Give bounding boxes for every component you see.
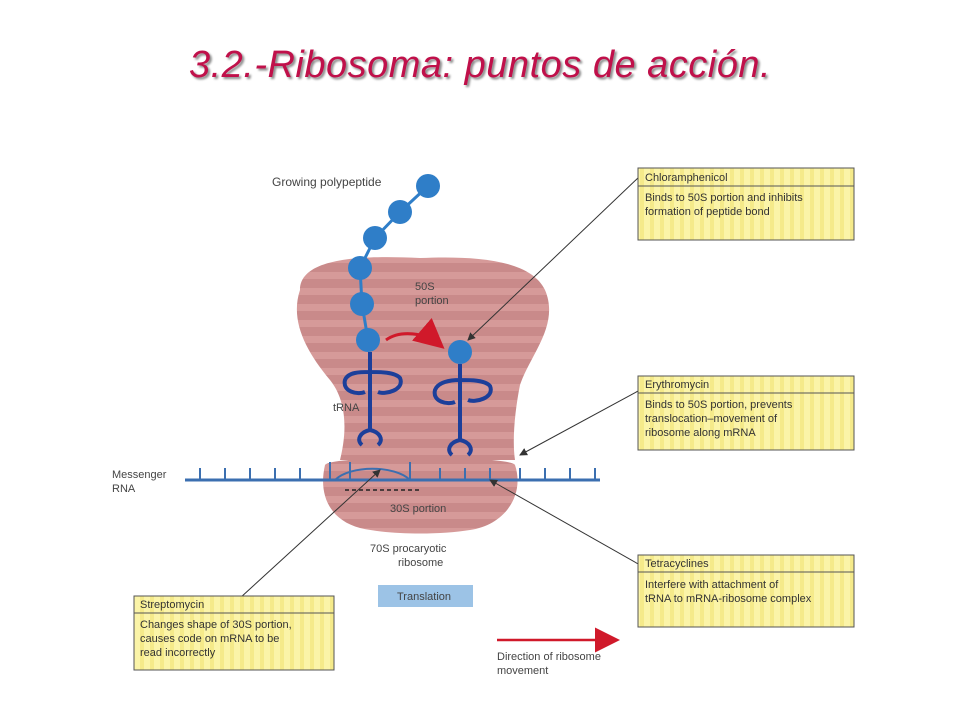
trna-left: [342, 352, 403, 447]
streptomycin-name: Streptomycin: [140, 599, 204, 611]
tetracyclines-box: Tetracyclines Interfere with attachment …: [637, 554, 855, 628]
polypeptide-chain: [348, 174, 472, 364]
trna-label: tRNA: [333, 402, 360, 414]
translation-label: Translation: [397, 591, 451, 603]
tetracyclines-name: Tetracyclines: [645, 558, 709, 570]
tetracyclines-pointer: [489, 479, 641, 566]
erythromycin-line1: Binds to 50S portion, prevents: [645, 399, 793, 411]
ribosome-caption-line2: ribosome: [398, 557, 443, 569]
legend-direction-line1: Direction of ribosome: [497, 651, 601, 663]
streptomycin-line1: Changes shape of 30S portion,: [140, 619, 292, 631]
erythromycin-line2: translocation–movement of: [645, 413, 778, 425]
streptomycin-pointer: [239, 469, 381, 599]
chloramphenicol-line2: formation of peptide bond: [645, 206, 770, 218]
trna-right: [432, 364, 493, 457]
streptomycin-line2: causes code on mRNA to be: [140, 633, 279, 645]
erythromycin-box: Erythromycin Binds to 50S portion, preve…: [637, 375, 855, 451]
erythromycin-pointer: [519, 389, 641, 456]
translation-badge: [378, 585, 473, 607]
messenger-rna-label-2: RNA: [112, 483, 136, 495]
ribosome-30s-body: [323, 457, 518, 534]
messenger-rna-label: Messenger: [112, 469, 167, 481]
growing-polypeptide-label: Growing polypeptide: [272, 175, 382, 189]
page-title: 3.2.-Ribosoma: puntos de acción.: [188, 44, 772, 86]
tetracyclines-line2: tRNA to mRNA-ribosome complex: [645, 593, 812, 605]
portion-30s-label: 30S portion: [390, 503, 446, 515]
translocation-arrow: [385, 317, 445, 349]
legend-direction-line2: movement: [497, 665, 548, 677]
tetracyclines-line1: Interfere with attachment of: [645, 579, 779, 591]
portion-50s-label-2: portion: [415, 295, 449, 307]
chloramphenicol-name: Chloramphenicol: [645, 172, 728, 184]
streptomycin-box: Streptomycin Changes shape of 30S portio…: [133, 595, 335, 671]
mrna-strand: [185, 462, 600, 491]
portion-50s-label: 50S: [415, 281, 435, 293]
chloramphenicol-pointer: [467, 175, 641, 341]
chloramphenicol-box: Chloramphenicol Binds to 50S portion and…: [637, 167, 855, 241]
streptomycin-line3: read incorrectly: [140, 647, 216, 659]
chloramphenicol-line1: Binds to 50S portion and inhibits: [645, 192, 803, 204]
erythromycin-line3: ribosome along mRNA: [645, 427, 756, 439]
incoming-amino-acid: [448, 340, 472, 364]
ribosome-caption-line1: 70S procaryotic: [370, 543, 447, 555]
erythromycin-name: Erythromycin: [645, 379, 709, 391]
